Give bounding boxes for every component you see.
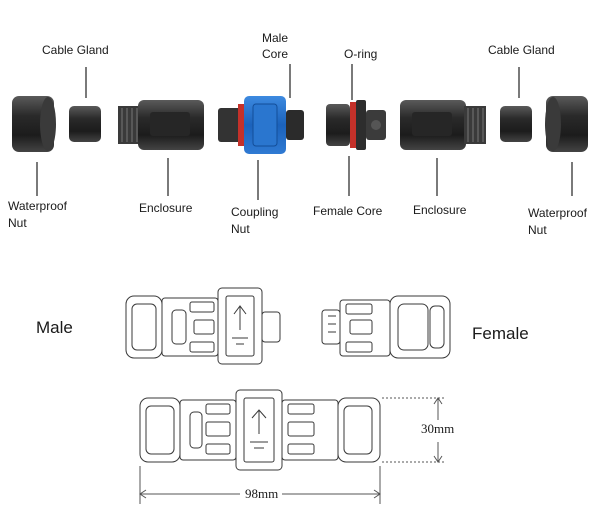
cable-gland-left-label: Cable Gland [42,43,109,57]
coupling-nut-part [218,96,304,154]
waterproof-nut-right-label-line1: Waterproof [528,206,587,220]
waterproof-nut-left-part [12,96,56,152]
female-core-part [326,100,386,150]
enclosure-right-label: Enclosure [413,203,467,217]
female-title: Female [472,324,529,343]
female-connector-drawing [321,295,451,359]
height-dimension-lines [382,397,445,463]
length-dimension-lines [139,466,381,504]
enclosure-left-label: Enclosure [139,201,193,215]
cable-gland-right-label: Cable Gland [488,43,555,57]
assembled-connector-drawing [139,389,381,471]
enclosure-right-part [400,100,486,150]
length-dimension-label: 98mm [243,486,281,502]
waterproof-nut-right-part [545,96,588,152]
coupling-nut-label-line2: Nut [231,222,250,236]
male-connector-drawing [125,287,281,365]
leader-lines [36,64,573,200]
male-title: Male [36,318,73,337]
female-core-label: Female Core [313,204,383,218]
coupling-nut-label-line1: Coupling [231,205,279,219]
waterproof-nut-left-label-line2: Nut [8,216,27,230]
enclosure-left-part [118,100,204,150]
male-core-label-line2: Core [262,47,289,61]
cable-gland-right-part [500,106,532,142]
height-dimension-label: 30mm [420,421,456,437]
o-ring-label: O-ring [344,47,378,61]
male-core-label-line1: Male [262,31,289,45]
waterproof-nut-right-label-line2: Nut [528,223,547,237]
cable-gland-left-part [69,106,101,142]
waterproof-nut-left-label-line1: Waterproof [8,199,67,213]
